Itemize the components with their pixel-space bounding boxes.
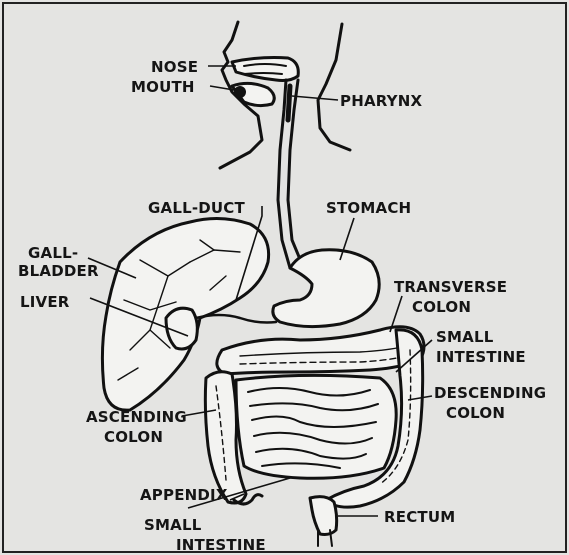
label-small-intestine-bottom-line2: INTESTINE — [176, 536, 266, 554]
label-gall-bladder-line1: GALL- — [28, 244, 78, 262]
label-ascending-colon-line1: ASCENDING — [86, 408, 187, 426]
label-small-intestine-bottom-line1: SMALL — [144, 516, 202, 534]
esophagus — [278, 80, 302, 268]
transverse-colon-organ — [217, 327, 424, 374]
label-mouth: MOUTH — [131, 78, 195, 96]
label-gall-duct: GALL-DUCT — [148, 199, 246, 217]
label-pharynx: PHARYNX — [340, 92, 423, 110]
label-descending-colon-line2: COLON — [446, 404, 505, 422]
label-transverse-colon-line1: TRANSVERSE — [394, 278, 507, 296]
label-descending-colon-line1: DESCENDING — [434, 384, 546, 402]
small-intestine-organ — [236, 375, 396, 478]
label-small-intestine-right-line2: INTESTINE — [436, 348, 526, 366]
gall-duct-organ — [196, 315, 276, 323]
label-gall-bladder-line2: BLADDER — [18, 262, 99, 280]
label-ascending-colon-line2: COLON — [104, 428, 163, 446]
label-rectum: RECTUM — [384, 508, 455, 526]
label-nose: NOSE — [151, 58, 198, 76]
label-appendix: APPENDIX — [140, 486, 228, 504]
label-small-intestine-right-line1: SMALL — [436, 328, 494, 346]
mouth-cavity — [232, 83, 274, 105]
label-stomach: STOMACH — [326, 199, 411, 217]
nasal-cavity — [232, 58, 298, 81]
label-transverse-colon-line2: COLON — [412, 298, 471, 316]
label-liver: LIVER — [20, 293, 70, 311]
rectum-organ — [310, 497, 337, 546]
